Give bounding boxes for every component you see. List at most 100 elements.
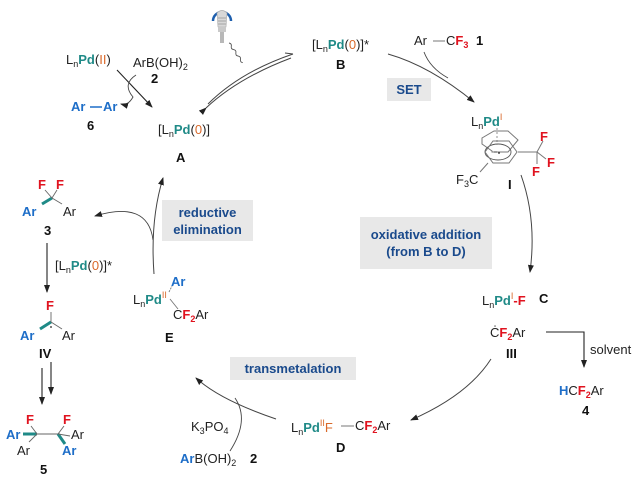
fluorine: F	[182, 307, 191, 322]
pd-symbol: Pd	[145, 292, 162, 307]
paren: (	[190, 122, 195, 137]
oxidation-state: II	[99, 52, 107, 67]
step-reductive-elimination: reductive elimination	[162, 200, 253, 241]
reductive-elimination-line1: reductive	[178, 204, 237, 220]
label-a: A	[176, 150, 186, 165]
paren: )	[106, 52, 111, 67]
oxidation-state: 0	[348, 37, 357, 52]
potassium: K	[191, 419, 200, 434]
species-e-ar: Ar	[171, 274, 186, 289]
bracket: )]*	[356, 37, 370, 52]
reductive-elimination-line2: elimination	[173, 221, 242, 237]
arrow-pd2-to-a	[116, 69, 153, 108]
ligand: L	[482, 293, 490, 308]
arrow-i-to-c	[520, 174, 534, 273]
pd-symbol: Pd	[327, 37, 345, 52]
pd2-start: LnPd(II)	[66, 52, 111, 69]
step-transmetalation: transmetalation	[230, 357, 356, 380]
product-5-f1: F	[26, 412, 34, 427]
ligand: L	[291, 420, 299, 435]
paren: (	[344, 37, 349, 52]
aryl: Ar	[590, 383, 604, 398]
light-bulb-icon	[211, 10, 233, 43]
base-k3po4: K3PO4	[191, 419, 229, 436]
arrow-b-to-i	[387, 53, 475, 103]
pd-symbol: Pd	[483, 114, 500, 129]
carbon: C	[568, 383, 578, 398]
subscript: n	[140, 299, 146, 309]
aryl: Ar	[377, 418, 391, 433]
phosphate: PO	[204, 419, 224, 434]
product-3-f1: F	[38, 177, 46, 192]
subscript: 2	[585, 390, 591, 400]
radical-carbon: Ċ	[490, 325, 500, 340]
oxidation-state: I	[510, 291, 514, 301]
oxidation-state: II	[161, 290, 167, 300]
step-oxidative-addition: oxidative addition (from B to D)	[360, 217, 492, 269]
label-d: D	[336, 440, 346, 455]
paren: (	[94, 52, 100, 67]
iv-f: F	[46, 298, 54, 313]
arrow-iii-to-d	[410, 358, 492, 421]
oxidative-addition-line1: oxidative addition	[370, 227, 482, 242]
subscript: n	[489, 300, 495, 310]
paren: (	[87, 258, 92, 273]
benzene-ring	[484, 140, 518, 164]
structure-3-bonds	[41, 189, 63, 206]
label-i: I	[508, 177, 512, 192]
product-4: HCF2Ar	[559, 383, 604, 400]
label-iii: III	[506, 346, 517, 361]
arrow-a-to-b	[207, 53, 294, 105]
fluorine: F	[577, 383, 586, 398]
carbon: C	[355, 418, 365, 433]
species-d: LnPdIIF	[291, 418, 333, 437]
subscript: 2	[507, 332, 513, 342]
subscript: 2	[231, 458, 237, 468]
label-2-top: 2	[151, 71, 159, 86]
arrow-e-to-a	[152, 177, 164, 275]
oxidation-state: 0	[91, 258, 100, 273]
fluorine: F	[455, 33, 464, 48]
oxidation-state: II	[319, 418, 325, 428]
hydrogen: H	[559, 383, 569, 398]
substrate-cf3: CF3	[446, 33, 468, 50]
subscript: 2	[182, 62, 188, 72]
aryl: Ar	[512, 325, 526, 340]
label-iv: IV	[39, 346, 52, 361]
arrow-e-to-3	[94, 210, 154, 241]
label-2-bottom: 2	[250, 451, 258, 466]
fluorine: F	[456, 172, 464, 187]
species-i-f1: F	[540, 129, 548, 144]
iv-ar-blue: Ar	[20, 328, 35, 343]
bracket: )]	[202, 122, 211, 137]
species-c: LnPdI-F	[482, 291, 526, 310]
subscript: 3	[199, 426, 205, 436]
subscript: n	[73, 59, 79, 69]
oxidative-addition-line2: (from B to D)	[386, 244, 466, 259]
species-a: [LnPd(0)]	[158, 122, 210, 139]
biaryl-ar1: Ar	[71, 99, 86, 114]
species-i-f3: F	[532, 164, 540, 179]
product-3-ar-blue: Ar	[22, 204, 37, 219]
carbon: C	[468, 172, 479, 187]
product-5-ar-blue1: Ar	[6, 427, 21, 442]
subscript: n	[478, 121, 484, 131]
fluorine: -F	[513, 293, 526, 308]
species-i-pd: LnPdI	[471, 112, 502, 131]
subscript: n	[65, 265, 71, 275]
label-1: 1	[476, 33, 484, 48]
pd-symbol: Pd	[78, 52, 95, 67]
product-3-f2: F	[56, 177, 64, 192]
subscript: 3	[463, 179, 469, 189]
species-e-pd: LnPdII	[133, 290, 167, 309]
subscript: 2	[372, 425, 378, 435]
ligand: L	[471, 114, 479, 129]
aryl: Ar	[195, 307, 209, 322]
boronic-group: B(OH)	[194, 451, 232, 466]
subscript: n	[168, 129, 174, 139]
solvent-label: solvent	[590, 342, 632, 357]
structure-iv-bonds	[39, 312, 63, 331]
species-e-cf2ar: CF2Ar	[173, 307, 208, 324]
arrow-iii-to-4	[546, 331, 587, 368]
